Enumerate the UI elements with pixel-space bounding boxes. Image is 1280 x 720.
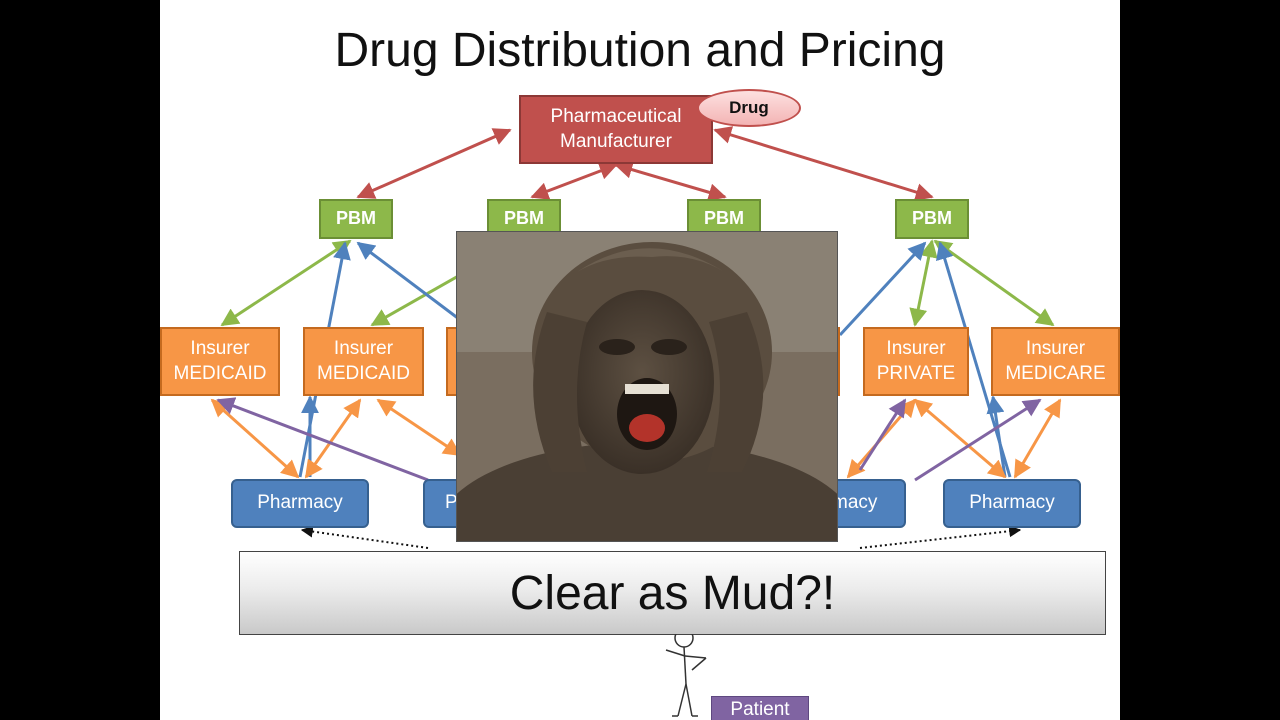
insurer-label-line1: Insurer — [190, 337, 250, 359]
pharmacy-box-1: Pharmacy — [231, 479, 369, 528]
arrow-ins-pharm-1 — [210, 398, 300, 479]
arrow-ins-pharm-5 — [913, 398, 1007, 479]
stick-figure-icon — [665, 634, 707, 717]
mud-covered-person-icon — [457, 232, 837, 541]
arrow-mfr-pbm-1 — [356, 128, 512, 199]
manufacturer-label-line2: Manufacturer — [560, 130, 672, 152]
mud-photo — [456, 231, 838, 542]
arrow-pbm-insurer-1 — [220, 239, 352, 327]
arrow-mfr-pbm-4 — [713, 126, 934, 201]
arrow-dotted-2 — [859, 525, 1022, 549]
arrow-pbm-insurer-4 — [933, 239, 1055, 327]
arrow-ins-pharm-2 — [304, 398, 362, 479]
manufacturer-box: Pharmaceutical Manufacturer — [519, 95, 713, 164]
pharmacy-box-4: Pharmacy — [943, 479, 1081, 528]
insurer-medicare: Insurer MEDICARE — [991, 327, 1120, 396]
insurer-label-line2: MEDICARE — [1005, 362, 1106, 384]
insurer-label-line1: Insurer — [1025, 337, 1086, 359]
arrow-mfr-pbm-2 — [530, 162, 618, 200]
drug-ellipse: Drug — [697, 89, 801, 127]
insurer-medicaid-2: Insurer MEDICAID — [303, 327, 424, 396]
manufacturer-label-line1: Pharmaceutical — [550, 105, 682, 127]
slide: Drug Distribution and Pricing Pharmaceut… — [160, 0, 1120, 720]
patient-box: Patient — [711, 696, 809, 720]
insurer-label-line2: MEDICAID — [317, 362, 410, 384]
arrow-ins-pharm-6 — [1013, 398, 1062, 479]
arrow-ins-pharm-3 — [376, 398, 462, 457]
insurer-private: Insurer PRIVATE — [863, 327, 969, 396]
arrow-pharm-pbm-3 — [838, 241, 927, 337]
slide-title: Drug Distribution and Pricing — [334, 24, 946, 77]
insurer-label-line2: PRIVATE — [876, 362, 956, 384]
insurer-medicaid-1: Insurer MEDICAID — [160, 327, 280, 396]
arrow-purple-3 — [914, 398, 1042, 482]
pbm-box-1: PBM — [319, 199, 393, 239]
arrow-dotted-1 — [300, 525, 429, 549]
clear-as-mud-banner: Clear as Mud?! — [239, 551, 1106, 635]
insurer-label-line2: MEDICAID — [173, 362, 267, 384]
insurer-label-line1: Insurer — [886, 337, 946, 359]
arrow-purple-1 — [216, 397, 429, 482]
arrow-pbm-insurer-3 — [909, 239, 938, 327]
arrow-pharm-pbm-2 — [356, 241, 464, 324]
pbm-box-4: PBM — [895, 199, 969, 239]
arrow-mfr-pbm-3 — [614, 160, 727, 202]
arrow-pharm-ins-2 — [986, 395, 1007, 478]
insurer-label-line1: Insurer — [333, 337, 394, 359]
arrow-purple-2 — [858, 398, 907, 471]
